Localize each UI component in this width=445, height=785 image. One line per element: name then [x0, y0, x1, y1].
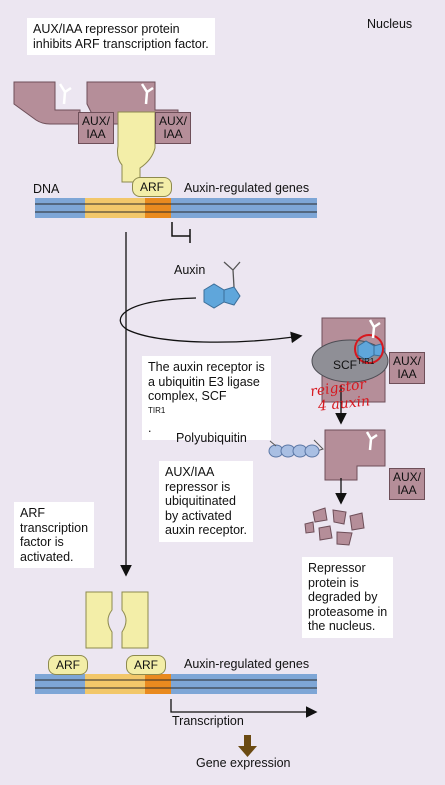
aux-label-line: AUX/: [393, 354, 422, 368]
dna-strand-top: [35, 198, 317, 218]
caption-line: auxin receptor.: [165, 523, 247, 537]
arf-label-top: ARF: [132, 177, 172, 197]
transcription-label: Transcription: [172, 714, 244, 728]
scf-receptor-complex: [311, 317, 389, 403]
arf-dimer-top: [117, 111, 156, 183]
caption-line: repressor is: [165, 479, 231, 494]
ubiquitinated-caption: AUX/IAA repressor is ubiquitinated by ac…: [159, 461, 253, 542]
receptor-caption: The auxin receptor is a ubiquitin E3 lig…: [142, 356, 271, 440]
genes-label-top: Auxin-regulated genes: [184, 181, 310, 195]
binding-arrow: [119, 297, 303, 344]
degraded-fragments: [304, 507, 365, 546]
caption-text: complex, SCF: [148, 389, 227, 403]
caption-line: the nucleus.: [308, 619, 376, 633]
gene-expression-label: Gene expression: [196, 756, 291, 770]
caption-line: a ubiquitin E3 ligase: [148, 374, 260, 389]
caption-line: Repressor: [308, 561, 366, 575]
aux-iaa-label-left: AUX/ IAA: [78, 112, 115, 144]
aux-label-line: IAA: [397, 483, 417, 497]
scf-label: SCFTIR1: [333, 355, 374, 373]
caption-superscript: TIR1: [148, 405, 166, 415]
aux-label-line: IAA: [163, 127, 183, 141]
caption-line: ubiquitinated: [165, 494, 236, 508]
genes-label-bottom: Auxin-regulated genes: [184, 657, 310, 671]
aux-label-line: AUX/: [82, 114, 111, 128]
caption-line: AUX/IAA: [165, 465, 215, 479]
repressor-caption: AUX/IAA repressor protein inhibits ARF t…: [27, 18, 215, 55]
transcription-arrow: [170, 699, 318, 718]
aux-iaa-label-ubiquitinated: AUX/ IAA: [389, 468, 426, 500]
caption-line: protein is: [308, 575, 359, 590]
caption-line: degraded by: [308, 590, 378, 604]
caption-line: complex, SCF TIR1.: [148, 389, 265, 436]
scf-label-text: SCF: [333, 358, 357, 372]
aux-label-line: IAA: [397, 367, 417, 381]
arf-label-bottom-left: ARF: [48, 655, 88, 675]
aux-label-line: IAA: [86, 127, 106, 141]
nucleus-label: Nucleus: [367, 17, 413, 31]
caption-end: .: [148, 421, 152, 436]
auxin-molecule: [203, 261, 241, 309]
caption-line: inhibits ARF transcription factor.: [33, 36, 209, 51]
caption-line: proteasome in: [308, 604, 388, 619]
inhibition-line: [171, 222, 191, 243]
polyubiquitin-label: Polyubiquitin: [176, 431, 247, 445]
aux-iaa-label-receptor: AUX/ IAA: [389, 352, 426, 384]
repressor-protein-left: [13, 81, 81, 125]
arf-dimer-bottom: [85, 591, 149, 649]
caption-line: AUX/IAA repressor protein: [33, 22, 180, 36]
dna-label: DNA: [33, 182, 60, 196]
caption-line: transcription: [20, 520, 89, 535]
ubiquitinated-repressor: [313, 429, 386, 481]
caption-line: ARF: [20, 506, 45, 520]
degraded-caption: Repressor protein is degraded by proteas…: [302, 557, 394, 638]
dna-strand-bottom: [35, 674, 317, 694]
polyubiquitin-chain: [268, 444, 320, 458]
auxin-label: Auxin: [174, 263, 206, 277]
expression-arrow: [238, 735, 257, 757]
scf-superscript: TIR1: [357, 357, 375, 366]
caption-line: The auxin receptor is: [148, 360, 265, 374]
arf-label-bottom-right: ARF: [126, 655, 166, 675]
arf-activated-caption: ARF transcription factor is activated.: [14, 502, 95, 568]
caption-line: by activated: [165, 508, 232, 523]
caption-line: factor is: [20, 535, 64, 549]
handwritten-note: reigstor 4 auxin: [309, 376, 371, 414]
polyubiquitin-leader: [269, 440, 277, 447]
aux-iaa-label-right: AUX/ IAA: [155, 112, 192, 144]
aux-label-line: AUX/: [159, 114, 188, 128]
aux-label-line: AUX/: [393, 470, 422, 484]
caption-line: activated.: [20, 549, 74, 564]
